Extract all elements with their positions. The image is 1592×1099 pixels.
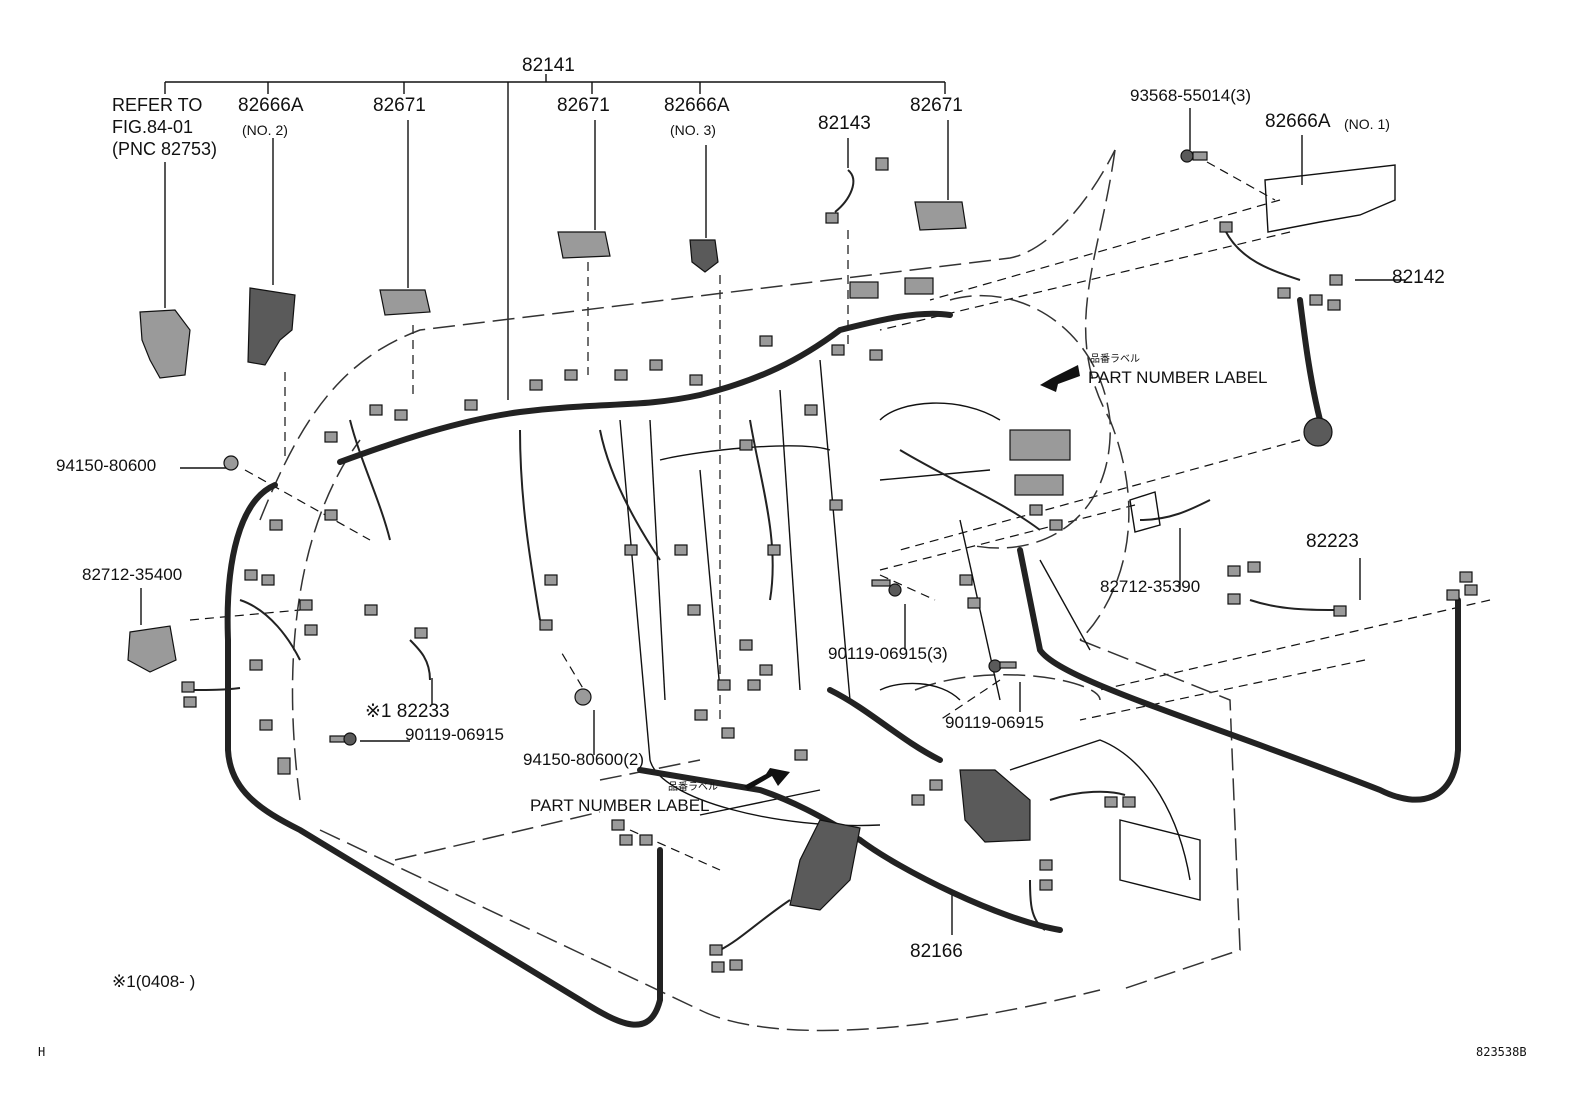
bolt-center-label: 90119-06915(3) [828,644,948,663]
junction-block-right-part [914,201,967,231]
branch-wires [189,169,1336,951]
bolt-center-part [871,579,902,597]
bolt-left-part [329,732,357,746]
main-harness-leader [164,74,946,400]
bolt-top-label: 93568-55014(3) [1130,86,1251,105]
bracket-no1-label: 82666A [1265,111,1331,132]
bolt-right-part [988,659,1017,673]
bracket-no3-part [689,239,719,273]
part-number-label-1: PART NUMBER LABEL [1088,368,1268,387]
main-harness-label: 82141 [522,55,575,76]
junction-block-mid-label: 82671 [557,95,610,116]
clip-left-label: 94150-80600 [56,456,157,475]
corner-right-code: 823538B [1476,1045,1527,1059]
part-number-label-2: PART NUMBER LABEL [530,796,710,815]
wire-82142-part [1303,417,1333,447]
bracket-no3-sub-label: (NO. 3) [670,122,716,138]
bracket-no2-sub-label: (NO. 2) [242,122,288,138]
wire-82143-label: 82143 [818,113,871,134]
refer-to-note: REFER TO FIG.84-01 (PNC 82753) [112,94,217,160]
clip-left-part [223,455,239,471]
bracket-no1-part [1264,164,1396,233]
refer-line-2: FIG.84-01 [112,117,194,137]
refer-connector-part [139,309,191,379]
part-number-label-jp-2: 品番ラベル [668,782,718,793]
footnote: ※1(0408- ) [112,972,196,991]
junction-block-left-part [379,289,431,316]
bolt-top-part [1180,149,1208,163]
relay-bracket-right-label: 82712-35390 [1100,577,1201,596]
bracket-no3-label: 82666A [664,95,730,116]
connector-blocks [181,157,1478,973]
bolt-right-label: 90119-06915 [945,713,1044,732]
junction-block-right-label: 82671 [910,95,963,116]
floor-harness-connector-part [789,769,1031,911]
wire-82233-note-label: ※1 82233 [365,701,450,722]
dashed-projection-lines [189,161,1491,871]
part-number-label-jp-1: 品番ラベル [1090,354,1140,365]
component-leaders [140,108,1405,935]
main-harness-wires [224,297,1461,1028]
corner-left-code: H [38,1045,46,1059]
floor-harness-label: 82166 [910,941,963,962]
clip-center-label: 94150-80600(2) [523,750,644,769]
bracket-no2-label: 82666A [238,95,304,116]
bolt-left-label: 90119-06915 [405,725,504,744]
vehicle-body-outline [259,149,1241,1032]
relay-bracket-left-label: 82712-35400 [82,565,183,584]
refer-line-3: (PNC 82753) [112,139,218,159]
relay-bracket-right-part [1129,491,1161,533]
relay-bracket-left-part [127,625,177,673]
wire-82223-label: 82223 [1306,531,1359,552]
junction-block-mid-part [557,231,611,259]
wire-82142-label: 82142 [1392,267,1445,288]
arrow-part-number-label-1 [1040,365,1080,392]
clip-center-part [574,688,592,706]
arrow-part-number-label-2 [744,768,790,790]
bracket-no1-sub-label: (NO. 1) [1344,116,1390,132]
bracket-no2-part [247,287,296,366]
junction-block-left-label: 82671 [373,95,426,116]
dashboard-structure [619,359,1201,901]
refer-line-1: REFER TO [112,95,203,115]
